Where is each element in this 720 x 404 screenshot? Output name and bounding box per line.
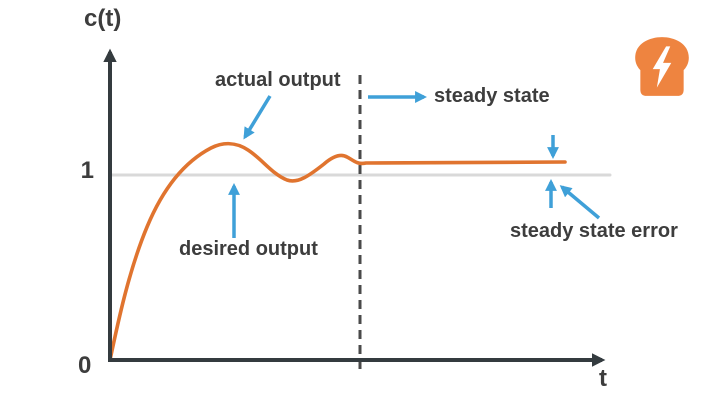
- origin-label: 0: [78, 352, 92, 379]
- toast-lightning-logo: [629, 35, 695, 99]
- actual-output-curve: [108, 141, 567, 362]
- error-diagonal-arrow: [559, 185, 601, 220]
- unity-tick-label: 1: [80, 157, 94, 184]
- x-axis-label: t: [599, 365, 607, 392]
- desired-output-annotation: desired output: [179, 238, 318, 260]
- steady-state-annotation: steady state: [434, 85, 550, 107]
- actual-output-arrow: [243, 95, 272, 140]
- actual-output-annotation: actual output: [215, 69, 341, 91]
- y-axis-label: c(t): [84, 5, 122, 32]
- steady-state-error-annotation: steady state error: [510, 220, 678, 242]
- lightning-bolt-icon: [635, 37, 689, 96]
